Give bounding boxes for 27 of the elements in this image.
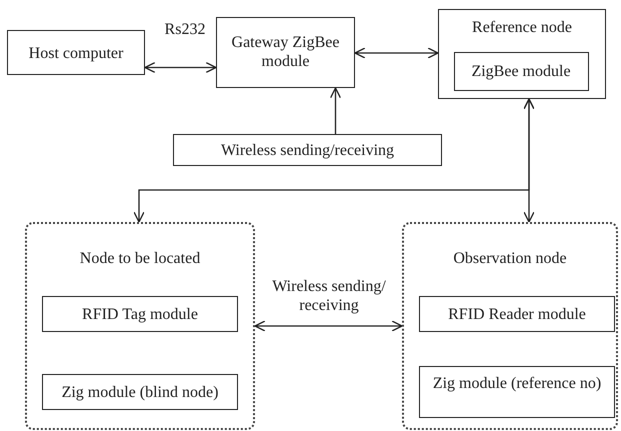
node-label: Zig module (blind node) [60,383,220,402]
arrow [254,320,403,332]
node-label: Zig module (reference no) [432,374,602,393]
node-label: Host computer [28,44,124,63]
dotted-group-box [25,222,255,430]
node-label: ZigBee module [470,62,572,80]
node-label: RFID Reader module [447,305,587,324]
node-label: Wireless sending/receiving [220,141,396,160]
node-label: Reference node [471,18,573,37]
module-box [419,366,615,418]
node-label: RFID Tag module [81,305,199,324]
dotted-group-box [402,222,618,430]
module-box [454,52,588,90]
arrow [523,98,535,223]
module-box [419,296,615,332]
arrow [144,62,217,74]
module-box [7,30,145,75]
module-box [216,17,355,88]
node-label: Observation node [452,249,568,268]
arrow [330,87,342,134]
container-box [438,9,606,99]
module-box [42,296,238,332]
node-label: Gateway ZigBee module [230,33,340,71]
module-box [42,374,238,410]
node-label: Node to be located [78,249,202,268]
module-box [173,134,442,166]
arrow [354,47,439,59]
